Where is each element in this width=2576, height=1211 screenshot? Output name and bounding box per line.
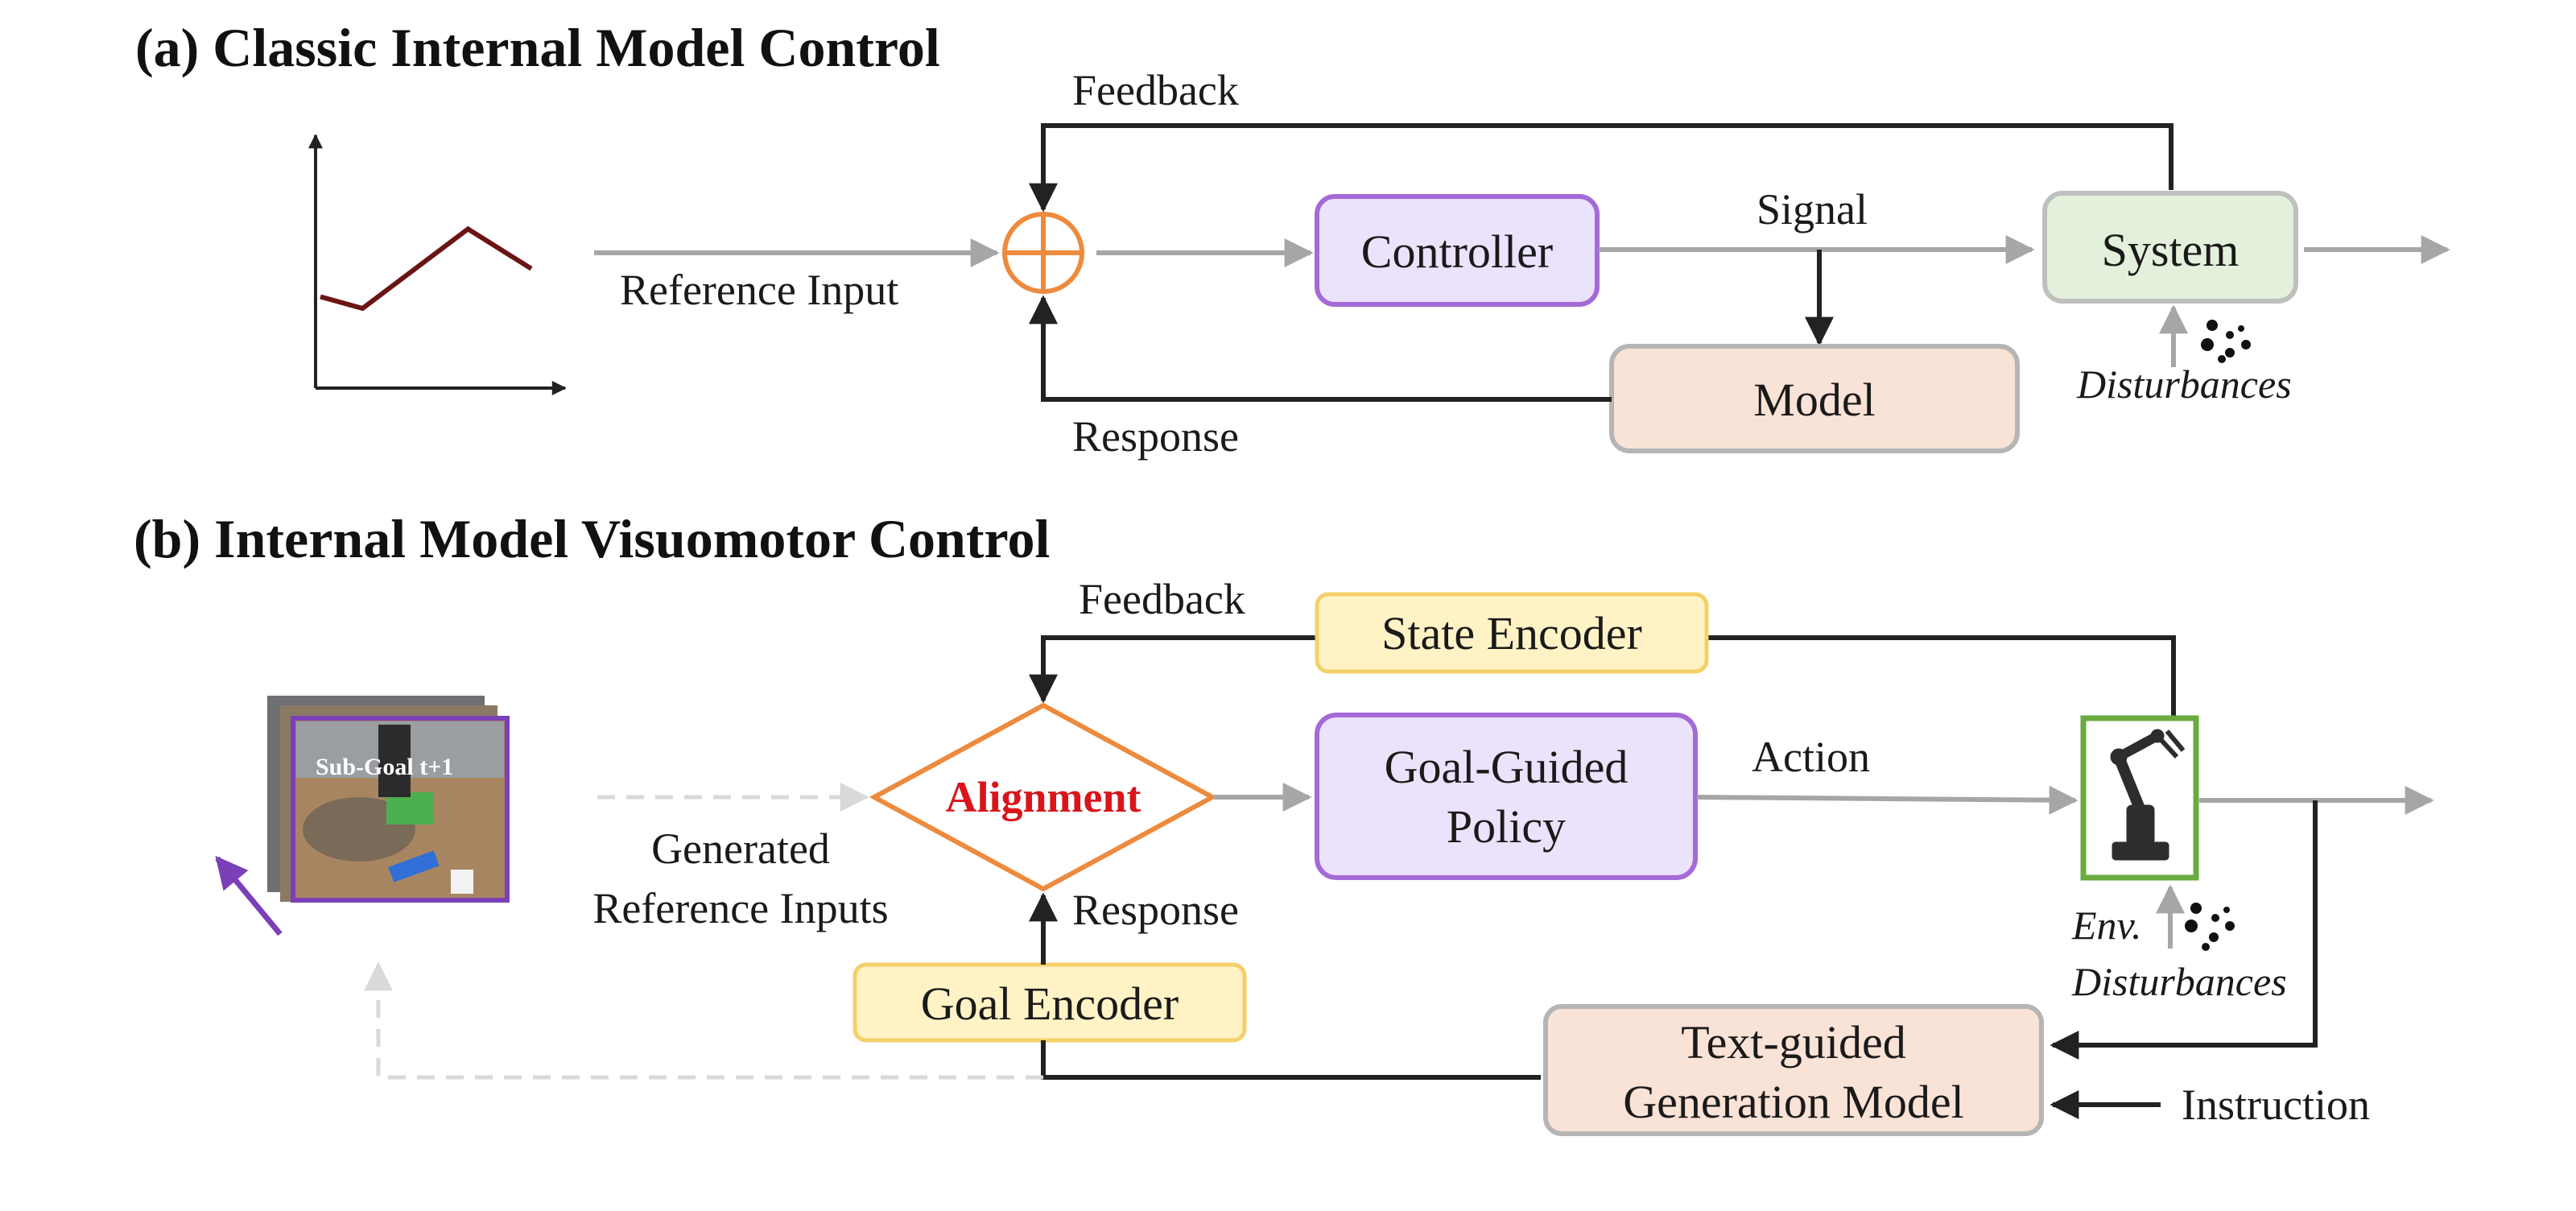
sub-goal-label: Sub-Goal t+1: [316, 754, 453, 780]
text-model-label-line1: Text-guided: [1681, 1016, 1905, 1068]
response-loop-arrow-a: [1029, 295, 1612, 402]
model-label: Model: [1753, 374, 1875, 426]
sub-goal-image-stack: Sub-Goal t+1: [267, 696, 510, 903]
system-box: [2042, 191, 2298, 304]
response-label-a: Response: [1072, 412, 1239, 461]
generated-feedback-dashed-arrow: [364, 961, 1043, 1080]
disturbances-label-a: Disturbances: [2076, 362, 2292, 407]
alignment-diamond: [869, 702, 1218, 892]
goal-encoder-box: [852, 962, 1247, 1043]
goal-policy-label-line1: Goal-Guided: [1385, 741, 1629, 793]
signal-label: Signal: [1757, 185, 1868, 234]
generation-to-goal-encoder-line: [1041, 1040, 1541, 1080]
disturbance-dots-b: [2185, 903, 2235, 951]
generated-label-line2: Reference Inputs: [592, 884, 888, 932]
summing-junction: [1002, 212, 1084, 294]
goal-encoder-label: Goal Encoder: [921, 977, 1179, 1030]
system-label: System: [2102, 224, 2240, 276]
robot-box: [2080, 715, 2199, 881]
state-encoder-label: State Encoder: [1381, 607, 1642, 659]
panel-b-title: (b) Internal Model Visuomotor Control: [134, 508, 1050, 569]
feedback-label-b: Feedback: [1079, 575, 1245, 623]
sub-goal-next-arrow: [215, 855, 283, 936]
generated-label-line1: Generated: [651, 825, 830, 873]
text-guided-generation-model-box: [1543, 1004, 2044, 1136]
state-encoder-box: [1315, 592, 1709, 674]
feedback-loop-arrow: [1029, 123, 2174, 213]
disturbance-dots-a: [2201, 320, 2251, 363]
panel-a-title: (a) Classic Internal Model Control: [135, 17, 940, 78]
robot-arm-icon: [2110, 729, 2186, 861]
action-arrow: [1696, 785, 2079, 815]
controller-label: Controller: [1361, 225, 1553, 278]
feedback-label-a: Feedback: [1072, 66, 1239, 114]
response-label-b: Response: [1072, 886, 1239, 934]
disturbances-label-b: Disturbances: [2071, 959, 2287, 1004]
action-label: Action: [1752, 733, 1870, 781]
goal-guided-policy-box: [1315, 713, 1698, 880]
env-label: Env.: [2071, 903, 2142, 948]
text-model-label-line2: Generation Model: [1623, 1076, 1964, 1128]
reference-plot: [308, 134, 567, 395]
alignment-label: Alignment: [946, 773, 1141, 821]
controller-box: [1315, 194, 1600, 307]
instruction-label: Instruction: [2182, 1081, 2370, 1129]
panel-a: (a) Classic Internal Model Control Refer…: [135, 17, 2450, 461]
panel-b: (b) Internal Model Visuomotor Control Fe…: [134, 508, 2434, 1136]
plot-line: [320, 225, 533, 312]
reference-input-label: Reference Input: [620, 266, 898, 314]
output-to-generation-arrow: [2050, 800, 2318, 1060]
goal-policy-label-line2: Policy: [1447, 800, 1566, 853]
